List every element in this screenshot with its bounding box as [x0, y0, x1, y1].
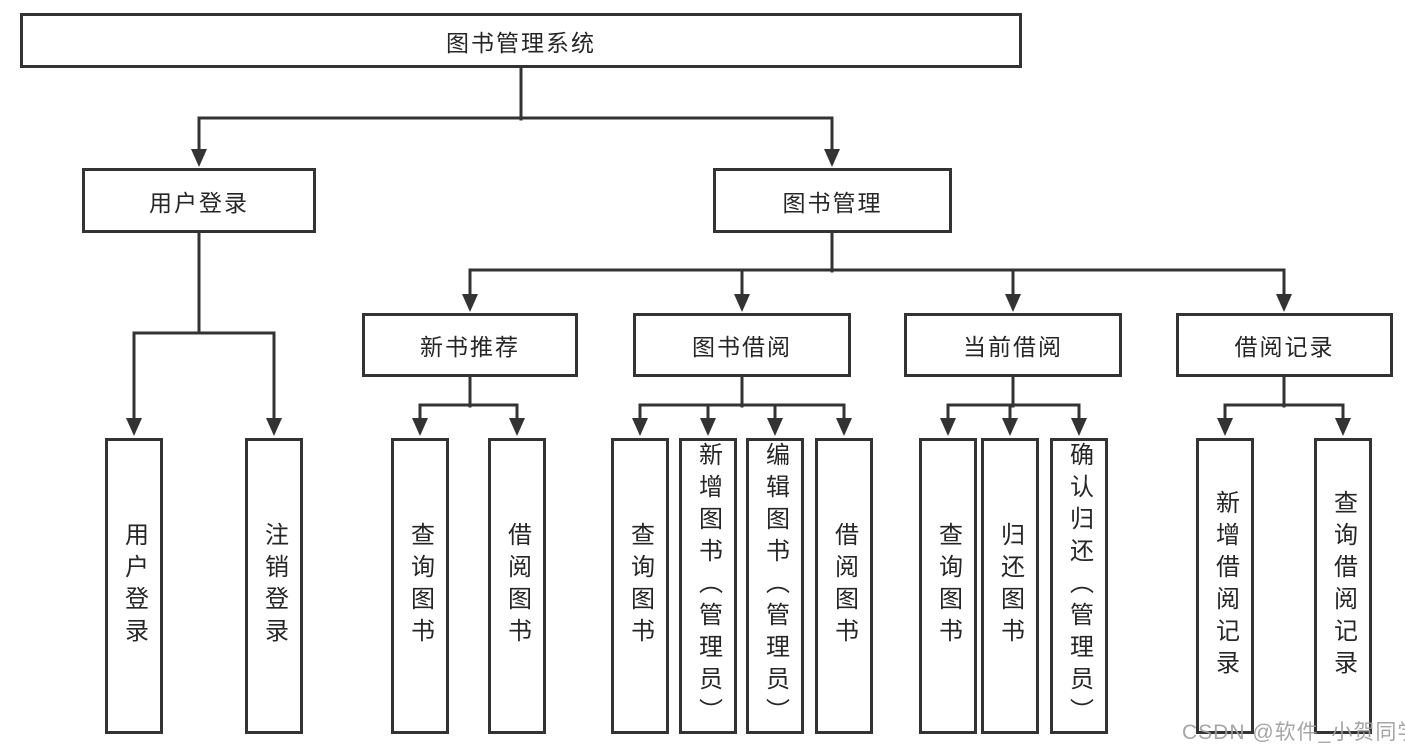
leaf-borrow-books-borrowing: 借阅图书 — [815, 438, 873, 734]
leaf-return-books: 归还图书 — [981, 438, 1039, 734]
arrowhead-icon — [1217, 418, 1233, 436]
leaf-borrow-books-recommend: 借阅图书 — [488, 438, 546, 734]
node-book-management: 图书管理 — [713, 168, 952, 233]
arrowhead-icon — [412, 418, 428, 436]
arrowhead-icon — [191, 149, 207, 167]
leaf-search-borrow-record: 查询借阅记录 — [1314, 438, 1372, 734]
arrowhead-icon — [824, 149, 840, 167]
node-label: 注销登录 — [260, 522, 288, 650]
node-label: 图书借阅 — [692, 334, 792, 360]
node-user-login: 用户登录 — [82, 168, 316, 233]
node-new-book-recommendation: 新书推荐 — [362, 313, 578, 377]
arrowhead-icon — [1335, 418, 1351, 436]
arrowhead-icon — [126, 418, 142, 436]
leaf-user-login: 用户登录 — [105, 438, 163, 734]
node-label: 编辑图书（管理员） — [761, 442, 789, 730]
arrowhead-icon — [700, 418, 716, 436]
arrowhead-icon — [1002, 418, 1018, 436]
node-label: 确认归还（管理员） — [1065, 442, 1093, 730]
leaf-edit-books-admin: 编辑图书（管理员） — [746, 438, 804, 734]
arrowhead-icon — [462, 294, 478, 312]
node-label: 新增图书（管理员） — [694, 442, 722, 730]
arrowheads — [126, 149, 1351, 436]
arrowhead-icon — [940, 418, 956, 436]
node-label: 查询借阅记录 — [1329, 490, 1357, 682]
node-label: 新增借阅记录 — [1211, 490, 1239, 682]
leaf-confirm-return-admin: 确认归还（管理员） — [1050, 438, 1108, 734]
node-label: 借阅记录 — [1234, 334, 1335, 360]
node-label: 图书管理 — [782, 189, 883, 216]
node-label: 借阅图书 — [503, 522, 531, 650]
leaf-add-borrow-record: 新增借阅记录 — [1196, 438, 1254, 734]
node-label: 归还图书 — [996, 522, 1024, 650]
watermark: CSDN @软件_小贺同学 — [1182, 721, 1405, 744]
leaf-search-books-current: 查询图书 — [919, 438, 977, 734]
node-label: 用户登录 — [120, 522, 148, 650]
node-borrowing-records: 借阅记录 — [1176, 313, 1393, 377]
arrowhead-icon — [767, 418, 783, 436]
arrowhead-icon — [509, 418, 525, 436]
node-label: 用户登录 — [149, 189, 249, 216]
connector-path — [132, 66, 1345, 423]
arrowhead-icon — [1005, 294, 1021, 312]
arrowhead-icon — [1276, 294, 1292, 312]
leaf-search-books-recommend: 查询图书 — [391, 438, 449, 734]
arrowhead-icon — [734, 294, 750, 312]
node-label: 借阅图书 — [830, 522, 858, 650]
node-label: 新书推荐 — [420, 334, 520, 360]
node-library-system: 图书管理系统 — [20, 13, 1022, 68]
arrowhead-icon — [836, 418, 852, 436]
arrowhead-icon — [266, 418, 282, 436]
node-label: 图书管理系统 — [446, 29, 596, 56]
arrowhead-icon — [632, 418, 648, 436]
node-book-borrowing: 图书借阅 — [633, 313, 851, 377]
leaf-search-books-borrowing: 查询图书 — [611, 438, 669, 734]
arrowhead-icon — [1071, 418, 1087, 436]
node-current-borrowing: 当前借阅 — [904, 313, 1122, 377]
leaf-add-books-admin: 新增图书（管理员） — [679, 438, 737, 734]
node-label: 查询图书 — [626, 522, 654, 650]
node-label: 查询图书 — [934, 522, 962, 650]
leaf-logout: 注销登录 — [245, 438, 303, 734]
node-label: 当前借阅 — [963, 334, 1063, 360]
node-label: 查询图书 — [406, 522, 434, 650]
